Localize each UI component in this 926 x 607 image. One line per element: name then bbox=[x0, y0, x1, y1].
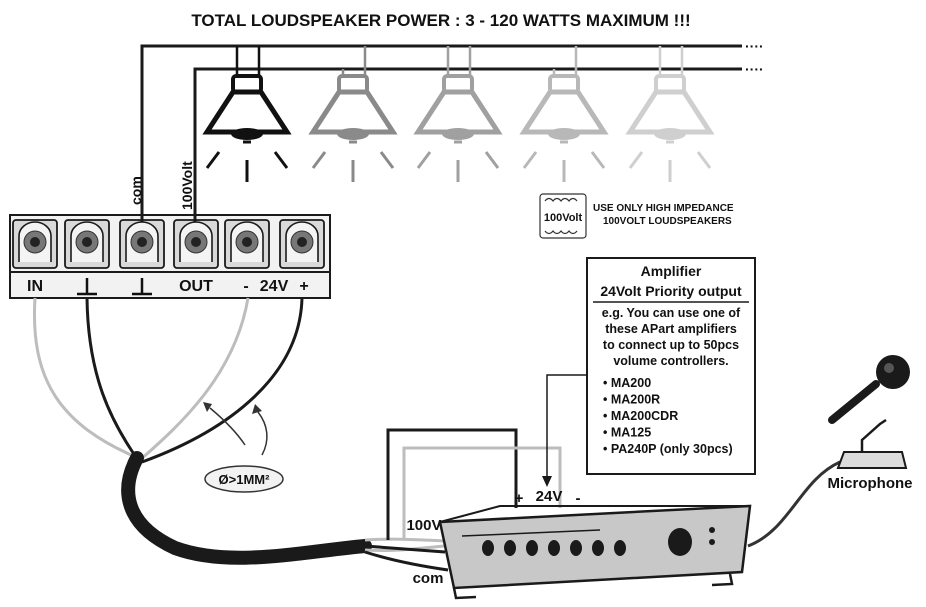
screw-terminal bbox=[119, 219, 165, 269]
loudspeaker-icon bbox=[308, 46, 398, 182]
control-knob-icon bbox=[504, 540, 516, 556]
wire-size-callout: Ø>1MM² bbox=[203, 402, 284, 493]
bus-continues-dots: ···· bbox=[745, 61, 764, 77]
terminal-label-in: IN bbox=[27, 278, 43, 295]
screw-terminal bbox=[12, 219, 58, 269]
amp-model-item: • MA200 bbox=[603, 376, 651, 390]
amp-model-item: • MA200CDR bbox=[603, 409, 678, 423]
wire-size-label: Ø>1MM² bbox=[219, 472, 271, 487]
control-knob-icon bbox=[526, 540, 538, 556]
loudspeaker-icon bbox=[202, 46, 292, 182]
terminal-label-out: OUT bbox=[179, 278, 213, 295]
com-wire-label: com bbox=[128, 176, 144, 205]
amp-plus-label: + bbox=[515, 490, 524, 507]
note-line-1: USE ONLY HIGH IMPEDANCE bbox=[593, 203, 734, 214]
screw-terminal bbox=[224, 219, 270, 269]
terminal-label-plus: + bbox=[299, 278, 308, 295]
microphone-cable bbox=[747, 460, 841, 548]
control-knob-icon bbox=[570, 540, 582, 556]
amp-box-description-line: e.g. You can use one of bbox=[602, 306, 741, 320]
terminal-block bbox=[9, 214, 331, 299]
speaker-bus: ···· ···· bbox=[140, 38, 764, 214]
note-line-2: 100VOLT LOUDSPEAKERS bbox=[603, 216, 732, 227]
amp-model-item: • MA200R bbox=[603, 393, 660, 407]
ground-symbol-icon bbox=[77, 278, 97, 296]
amp-100v-label: 100V bbox=[406, 517, 441, 534]
amp-box-description-line: to connect up to 50pcs bbox=[603, 338, 739, 352]
loudspeaker-icon bbox=[413, 46, 503, 182]
screw-terminal bbox=[64, 219, 110, 269]
control-knob-icon bbox=[548, 540, 560, 556]
control-knob-icon bbox=[482, 540, 494, 556]
diagram-title: TOTAL LOUDSPEAKER POWER : 3 - 120 WATTS … bbox=[191, 11, 690, 30]
volume-knob-icon bbox=[668, 528, 692, 556]
screw-terminal bbox=[173, 219, 219, 269]
amp-box-subtitle: 24Volt Priority output bbox=[600, 283, 742, 299]
amp-24v-label: 24V bbox=[536, 488, 563, 505]
microphone-label: Microphone bbox=[828, 475, 913, 492]
control-knob-icon bbox=[614, 540, 626, 556]
100volt-badge: 100Volt bbox=[544, 212, 583, 224]
loudspeaker-row bbox=[202, 46, 715, 182]
impedance-note: 100Volt USE ONLY HIGH IMPEDANCE 100VOLT … bbox=[539, 193, 734, 239]
amp-model-item: • MA125 bbox=[603, 426, 651, 440]
loudspeaker-icon bbox=[625, 46, 715, 182]
bus-continues-dots: ···· bbox=[745, 38, 764, 54]
amp-box-title: Amplifier bbox=[641, 263, 702, 279]
pointer-arrow-icon bbox=[542, 476, 552, 487]
ground-symbol-icon bbox=[132, 278, 152, 296]
amplifier-info-box: Amplifier 24Volt Priority output e.g. Yo… bbox=[586, 257, 756, 475]
control-knob-icon bbox=[592, 540, 604, 556]
100volt-wire-label: 100Volt bbox=[179, 161, 195, 210]
amplifier-device bbox=[438, 504, 752, 600]
amp-model-item: • PA240P (only 30pcs) bbox=[603, 442, 733, 456]
terminal-label-minus: - bbox=[243, 278, 248, 295]
cable-bundle bbox=[32, 297, 562, 572]
amp-box-pointer bbox=[546, 374, 587, 478]
amp-box-description-line: these APart amplifiers bbox=[605, 322, 737, 336]
amp-com-label: com bbox=[413, 570, 444, 587]
screw-terminal bbox=[279, 219, 325, 269]
amp-minus-label: - bbox=[576, 490, 581, 507]
microphone-icon bbox=[828, 355, 910, 469]
terminal-label-24v: 24V bbox=[260, 278, 289, 295]
amp-box-description-line: volume controllers. bbox=[613, 354, 728, 368]
loudspeaker-icon bbox=[519, 46, 609, 182]
